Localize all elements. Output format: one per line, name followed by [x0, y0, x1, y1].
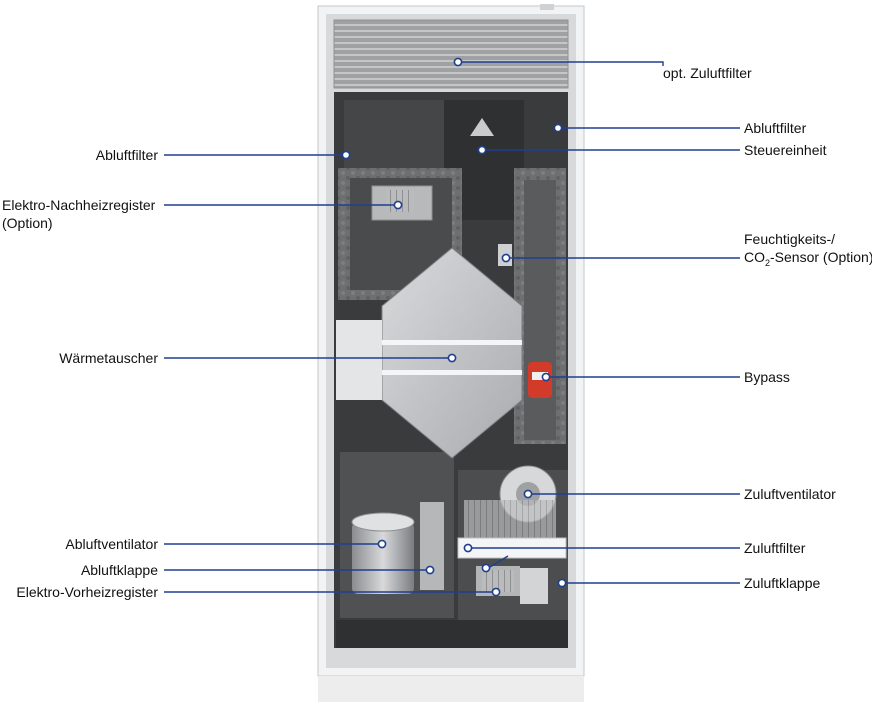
label-steuereinheit: Steuereinheit: [744, 142, 827, 158]
zuluftventilator-fan: [464, 465, 557, 538]
abluftventilator-fan: [351, 502, 444, 594]
label-co2-subscript: 2: [765, 257, 771, 268]
bypass-damper: [528, 362, 552, 398]
leader-lines: [164, 61, 740, 593]
label-nachheiz-line2: (Option): [2, 215, 53, 231]
label-abluftventilator: Abluftventilator: [65, 536, 158, 552]
label-abluftfilter-right: Abluftfilter: [744, 120, 807, 136]
label-zuluftventilator: Zuluftventilator: [744, 486, 836, 502]
label-co2-sensor: CO2-Sensor (Option): [744, 249, 872, 272]
label-abluftfilter-left: Abluftfilter: [95, 147, 158, 163]
label-opt-zuluftfilter: opt. Zuluftfilter: [663, 65, 752, 81]
label-zuluftklappe: Zuluftklappe: [744, 575, 821, 591]
label-co2-co: CO: [744, 249, 765, 265]
label-bypass: Bypass: [744, 369, 790, 385]
label-waermetauscher: Wärmetauscher: [59, 350, 158, 366]
label-nachheiz-line1: Elektro-Nachheizregister: [2, 197, 156, 213]
label-feuchte-line1: Feuchtigkeits-/: [744, 231, 836, 247]
leader-dots: [341, 57, 567, 597]
waermetauscher-body: [336, 247, 523, 459]
opt-zuluftfilter-grille: [333, 19, 569, 89]
nachheizregister: [371, 185, 433, 221]
steuereinheit-warning-icon: [470, 118, 494, 136]
label-zuluftfilter: Zuluftfilter: [744, 540, 806, 556]
label-abluftklappe: Abluftklappe: [80, 562, 158, 578]
label-vorheizregister: Elektro-Vorheizregister: [16, 584, 158, 600]
label-co2-rest: -Sensor (Option): [770, 249, 872, 265]
